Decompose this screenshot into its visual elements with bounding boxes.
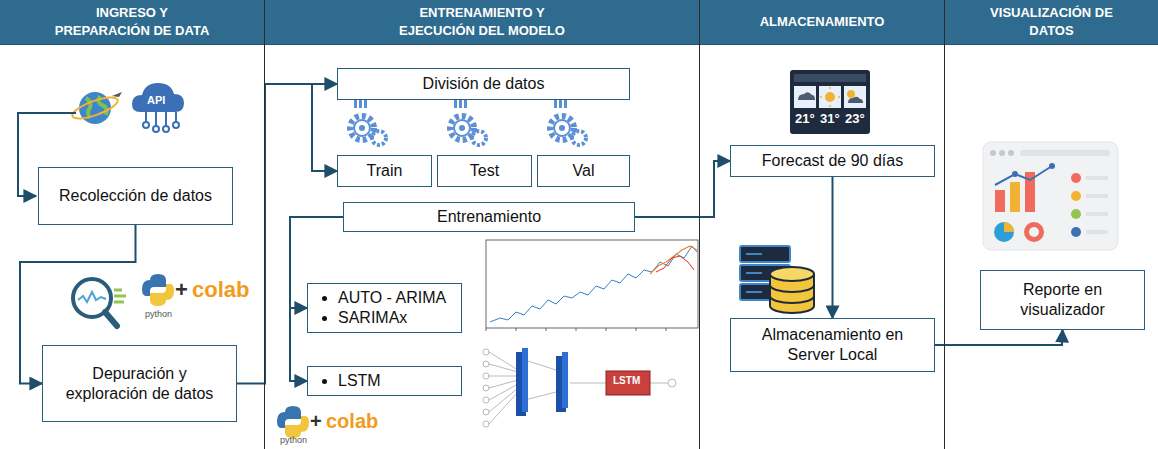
process-box: Recolección de datos	[38, 167, 233, 225]
bullet-item: AUTO - ARIMA	[338, 288, 446, 308]
swimlane-column: ALMACENAMIENTO Forecast de 90 díasAlmacen…	[700, 0, 945, 449]
swimlane-column: VISUALIZACIÓN DE DATOS Reporte en visuali…	[945, 0, 1158, 449]
lstm-layer-label: LSTM	[613, 376, 640, 386]
process-box: Forecast de 90 días	[730, 145, 935, 177]
box-label: Test	[470, 161, 499, 181]
bullet-list: LSTM	[316, 371, 381, 391]
gear-icon	[350, 93, 386, 145]
weather-icon	[790, 70, 870, 134]
model-list-box: AUTO - ARIMASARIMAx	[307, 283, 462, 333]
python-logo	[277, 406, 309, 438]
header-band: ALMACENAMIENTO	[700, 0, 944, 45]
temperature-value: 31°	[820, 112, 840, 125]
python-logo	[142, 274, 174, 306]
report-box: Reporte en visualizador	[980, 270, 1145, 330]
bullet-list: AUTO - ARIMASARIMAx	[316, 288, 446, 328]
colab-logo-text: colab	[192, 279, 249, 301]
process-box: Entrenamiento	[343, 202, 635, 232]
plus-sign: +	[310, 411, 322, 431]
logo-caption: python	[280, 436, 307, 445]
temperature-value: 21°	[795, 112, 815, 125]
box-label: Train	[367, 161, 403, 181]
plus-sign: +	[175, 279, 188, 301]
header-band: INGRESO Y PREPARACIÓN DE DATA	[0, 0, 264, 45]
box-label: Reporte en visualizador	[989, 280, 1136, 320]
box-label: Val	[573, 161, 595, 181]
process-box: División de datos	[337, 68, 630, 100]
dashboard-icon	[983, 142, 1118, 250]
data-split-box: Test	[437, 155, 532, 187]
data-split-box: Val	[537, 155, 630, 187]
data-split-box: Train	[337, 155, 432, 187]
process-box: Depuración y exploración de datos	[42, 345, 237, 422]
flow-arrow	[935, 330, 1063, 345]
api-text: API	[147, 95, 165, 106]
bullet-item: SARIMAx	[338, 308, 446, 328]
gear-icon	[450, 93, 486, 145]
gear-icon	[550, 93, 586, 145]
swimlane-column: INGRESO Y PREPARACIÓN DE DATA Recolección…	[0, 0, 265, 449]
header-band: ENTRENAMIENTO Y EJECUCIÓN DEL MODELO	[265, 0, 699, 45]
magnifier-icon	[73, 279, 126, 326]
forecast-chart	[486, 240, 698, 331]
column-header: ENTRENAMIENTO Y EJECUCIÓN DEL MODELO	[382, 4, 582, 40]
globe-icon	[70, 92, 122, 124]
storage-box: Almacenamiento en Server Local	[730, 318, 935, 372]
header-band: VISUALIZACIÓN DE DATOS	[945, 0, 1158, 45]
column-header: ALMACENAMIENTO	[760, 13, 885, 31]
flow-arrow	[635, 161, 730, 217]
flow-arrow	[832, 177, 834, 318]
bullet-item: LSTM	[338, 371, 381, 391]
model-list-box: LSTM	[307, 366, 462, 396]
box-label: Depuración y exploración de datos	[51, 364, 228, 404]
flow-arrow	[312, 84, 337, 171]
logo-caption: python	[145, 310, 172, 319]
flow-arrow	[237, 84, 337, 384]
api-cloud-icon	[132, 83, 184, 132]
server-icon	[740, 246, 814, 313]
conv-layers	[516, 348, 650, 416]
column-header: INGRESO Y PREPARACIÓN DE DATA	[47, 4, 217, 40]
column-header: VISUALIZACIÓN DE DATOS	[989, 4, 1114, 40]
lstm-network	[483, 349, 676, 427]
box-label: Almacenamiento en Server Local	[739, 325, 926, 365]
box-label: División de datos	[423, 74, 545, 94]
box-label: Recolección de datos	[59, 186, 212, 206]
box-label: Entrenamiento	[437, 207, 541, 227]
colab-logo-text: colab	[326, 411, 378, 431]
temperature-value: 23°	[845, 112, 865, 125]
box-label: Forecast de 90 días	[762, 151, 903, 171]
